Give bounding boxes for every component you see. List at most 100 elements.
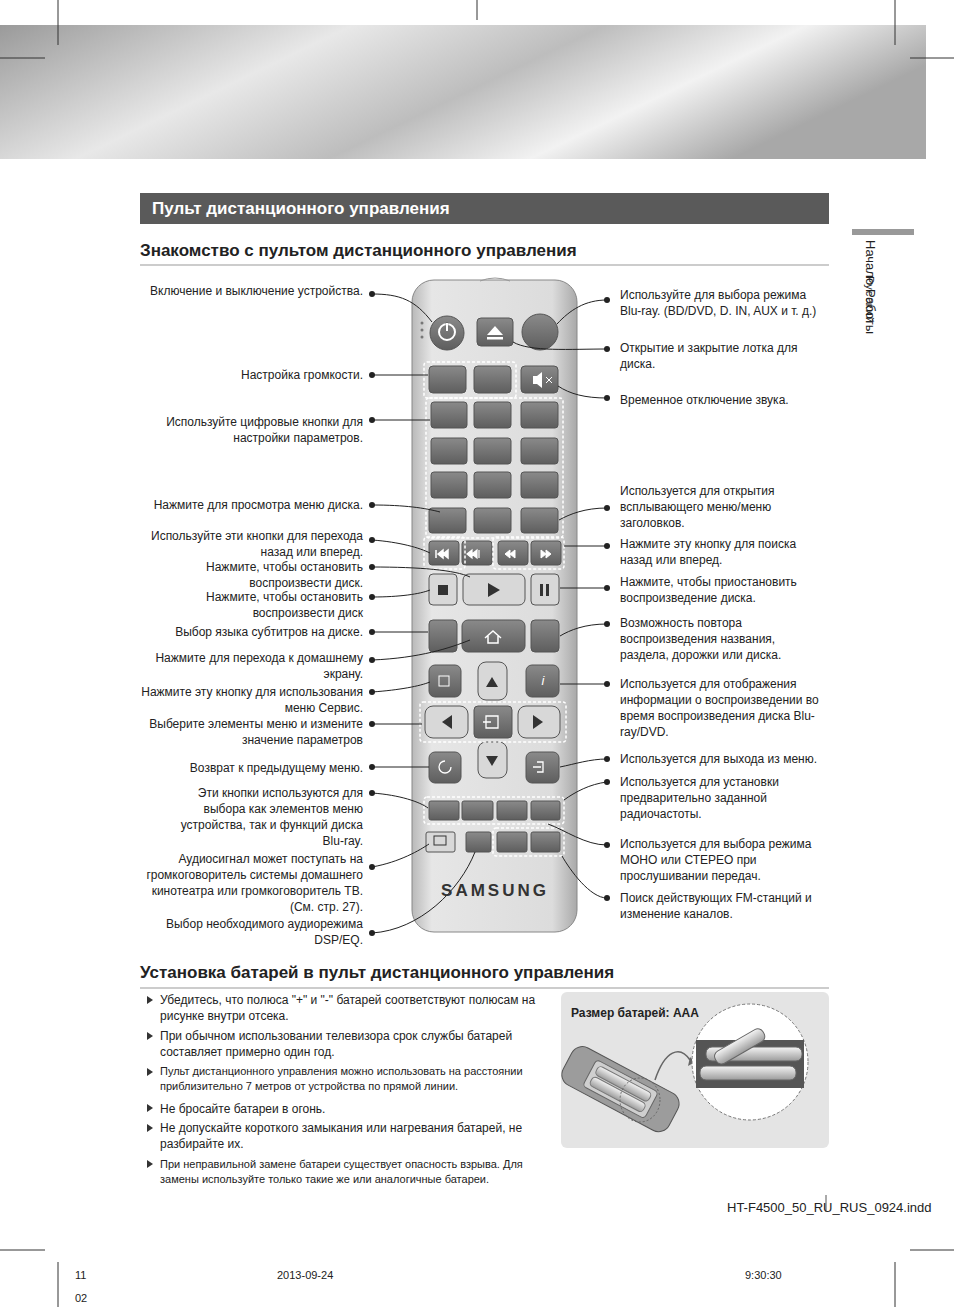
callout-text: Выберите элементы меню и измените значен…	[140, 716, 363, 748]
callout-text: Используется для открытия всплывающего м…	[620, 483, 820, 531]
remote-button	[474, 366, 511, 393]
callout-text: Выбор необходимого аудиорежима DSP/EQ.	[140, 916, 363, 948]
remote-button	[531, 832, 560, 852]
remote-button	[521, 438, 558, 464]
callout-text: Нажмите эту кнопку для поиска назад или …	[620, 536, 830, 568]
remote-button	[521, 402, 558, 428]
remote-buttons	[421, 314, 562, 852]
bullet-text: Не бросайте батареи в огонь.	[160, 1101, 550, 1117]
remote-button	[430, 316, 464, 350]
battery-illustration	[558, 992, 829, 1148]
button-symbols	[434, 322, 552, 845]
remote-button	[463, 574, 525, 605]
remote-button	[522, 314, 558, 350]
remote-button	[429, 801, 459, 820]
brand-logo: SAMSUNG	[432, 880, 558, 902]
remote-button	[429, 541, 459, 565]
remote-control	[412, 278, 577, 932]
bullet-text: Пульт дистанционного управления можно ис…	[160, 1064, 550, 1094]
callout-text: Используется для выхода из меню.	[620, 751, 832, 767]
callout-text: Используйте для выбора режима Blu-ray. (…	[620, 287, 830, 319]
remote-button	[462, 541, 492, 565]
callout-text: Используется для установки предварительн…	[620, 774, 820, 822]
bullet-text: Убедитесь, что полюса "+" и "-" батарей …	[160, 992, 550, 1024]
remote-button	[429, 620, 457, 652]
remote-button	[431, 438, 467, 464]
button-groups	[420, 362, 566, 856]
remote-button	[474, 438, 511, 464]
callout-text: Временное отключение звука.	[620, 392, 830, 408]
callout-text: Используется для отображения информации …	[620, 676, 830, 740]
remote-button	[429, 508, 466, 533]
print-footer: 11	[75, 1267, 86, 1283]
callout-text: Возможность повтора воспроизведения назв…	[620, 615, 820, 663]
remote-button	[431, 472, 467, 498]
remote-button	[431, 402, 467, 428]
callout-text: Включение и выключение устройства.	[140, 283, 363, 299]
node-text: Размер батарей: AAA	[571, 1006, 819, 1021]
bullet-markers	[147, 996, 153, 1168]
callout-text: Аудиосигнал может поступать на громкогов…	[130, 851, 363, 915]
remote-button	[429, 366, 466, 393]
remote-button	[474, 402, 511, 428]
remote-button	[531, 801, 560, 820]
remote-button	[429, 574, 457, 605]
print-footer: 9:30:30	[745, 1267, 782, 1283]
remote-button	[462, 801, 493, 820]
leader-dots	[369, 291, 610, 936]
callout-text: Нажмите для просмотра меню диска.	[140, 497, 363, 513]
print-footer: 2013-09-24	[277, 1267, 333, 1283]
callout-text: Возврат к предыдущему меню.	[140, 760, 363, 776]
remote-button	[429, 752, 461, 783]
remote-button	[521, 508, 558, 533]
remote-button	[462, 620, 525, 652]
callout-text: Используйте эти кнопки для перехода наза…	[140, 528, 363, 560]
remote-button	[521, 472, 558, 498]
callout-text: Нажмите эту кнопку для использования мен…	[140, 684, 363, 716]
bullet-text: Не допускайте короткого замыкания или на…	[160, 1120, 550, 1152]
remote-button	[531, 541, 561, 565]
callout-text: Поиск действующих FM-станций и изменение…	[620, 890, 830, 922]
remote-button	[477, 318, 513, 346]
battery-panel: Размер батарей: AAA	[561, 992, 829, 1148]
callout-text: Нажмите, чтобы остановить воспроизвести …	[140, 559, 363, 591]
callout-text: Нажмите для перехода к домашнему экрану.	[140, 650, 363, 682]
indicator-dot	[421, 329, 424, 332]
chapter-tab: Русский	[862, 276, 878, 324]
header-banner	[0, 25, 926, 159]
bullet-text: При обычном использовании телевизора сро…	[160, 1028, 550, 1060]
callout-text: Нажмите, чтобы приостановить воспроизвед…	[620, 574, 820, 606]
callout-text: Нажмите, чтобы остановить воспроизвести …	[140, 589, 363, 621]
rules	[140, 265, 829, 1212]
remote-button	[474, 508, 511, 533]
section-heading: Знакомство с пультом дистанционного упра…	[140, 240, 829, 262]
leader-lines	[372, 294, 607, 933]
remote-button	[498, 541, 528, 565]
print-footer: 02	[75, 1290, 87, 1306]
side-tab	[852, 229, 914, 235]
remote-button	[521, 366, 558, 393]
bullet-text: При неправильной замене батареи существу…	[160, 1157, 550, 1187]
remote-button	[474, 706, 512, 738]
callout-text: Эти кнопки используются для выбора как э…	[170, 785, 363, 849]
indicator-dot	[421, 322, 424, 325]
callout-text: Открытие и закрытие лотка для диска.	[620, 340, 830, 372]
remote-button	[526, 665, 559, 697]
remote-button	[474, 472, 511, 498]
remote-button	[531, 620, 559, 652]
remote-button	[478, 662, 507, 700]
callout-text: Выбор языка субтитров на диске.	[140, 624, 363, 640]
remote-button	[425, 706, 468, 738]
remote-button	[429, 665, 461, 697]
remote-button	[526, 752, 559, 783]
remote-button	[497, 832, 527, 852]
section-band: Пульт дистанционного управления	[140, 193, 829, 224]
remote-button	[497, 801, 527, 820]
section-heading: Установка батарей в пульт дистанционного…	[140, 962, 829, 984]
callout-text: Используется для выбора режима МОНО или …	[620, 836, 820, 884]
callout-text: Используйте цифровые кнопки для настройк…	[140, 414, 363, 446]
callout-text: Настройка громкости.	[140, 367, 363, 383]
remote-button	[518, 706, 560, 738]
remote-button	[478, 742, 507, 778]
